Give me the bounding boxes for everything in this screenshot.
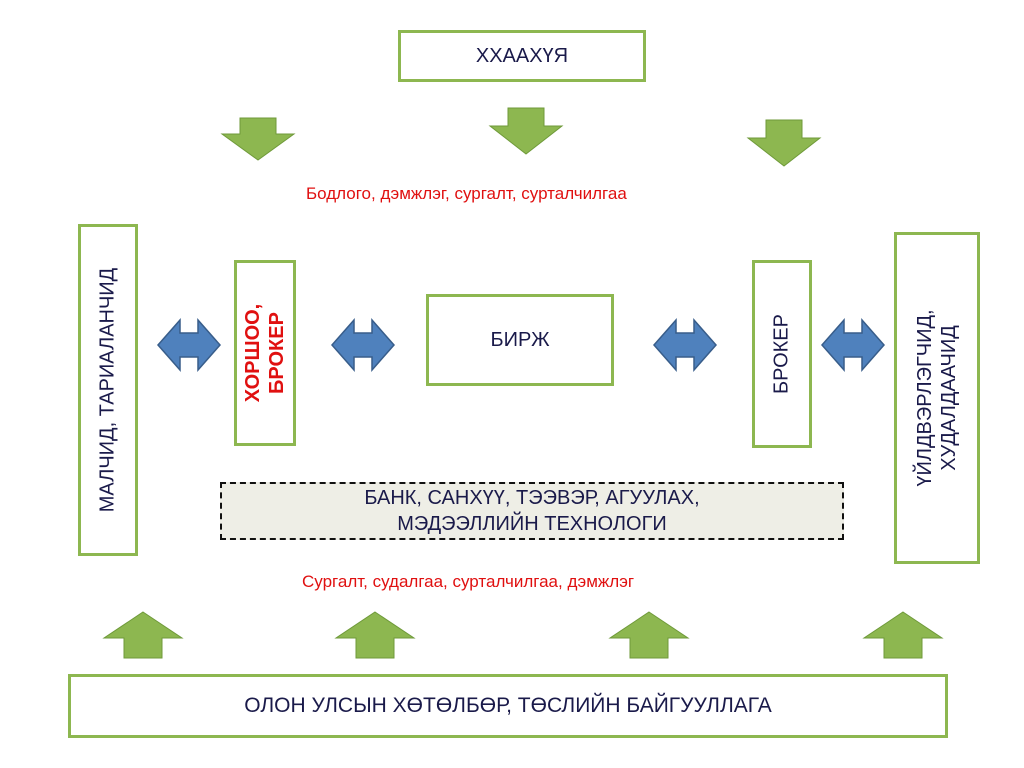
- top-organization-box: ХХААХҮЯ: [398, 30, 646, 82]
- services-line-2: МЭДЭЭЛЛИЙН ТЕХНОЛОГИ: [397, 513, 667, 535]
- producers-label: ҮЙЛДВЭРЛЭГЧИД,: [914, 309, 936, 487]
- down-arrow-center: [488, 107, 564, 155]
- cooperative-broker-text: ХОРШОО, БРОКЕР: [241, 304, 289, 403]
- top-organization-label: ХХААХҮЯ: [475, 44, 569, 67]
- double-arrow-2: [331, 318, 395, 372]
- up-arrow-4: [862, 611, 944, 659]
- up-arrow-2: [334, 611, 416, 659]
- international-programs-box: ОЛОН УЛСЫН ХӨТӨЛБӨР, ТӨСЛИЙН БАЙГУУЛЛАГА: [68, 674, 948, 738]
- bottom-caption: Сургалт, судалгаа, сурталчилгаа, дэмжлэг: [302, 572, 635, 591]
- broker-box: БРОКЕР: [752, 260, 812, 448]
- cooperative-label: ХОРШОО,: [242, 303, 264, 403]
- double-arrow-4: [821, 318, 885, 372]
- exchange-label: БИРЖ: [490, 328, 550, 351]
- double-arrow-1: [157, 318, 221, 372]
- services-line-1: БАНК, САНХҮҮ, ТЭЭВЭР, АГУУЛАХ,: [364, 487, 700, 509]
- exchange-box: БИРЖ: [426, 294, 614, 386]
- broker-label-red: БРОКЕР: [266, 312, 288, 394]
- broker-label: БРОКЕР: [770, 314, 793, 394]
- herders-farmers-label: МАЛЧИД, ТАРИАЛАНЧИД: [96, 267, 119, 513]
- services-box: БАНК, САНХҮҮ, ТЭЭВЭР, АГУУЛАХ, МЭДЭЭЛЛИЙ…: [220, 482, 844, 540]
- down-arrow-right: [746, 119, 822, 167]
- up-arrow-1: [102, 611, 184, 659]
- down-arrow-left: [220, 117, 296, 161]
- double-arrow-3: [653, 318, 717, 372]
- up-arrow-3: [608, 611, 690, 659]
- international-programs-label: ОЛОН УЛСЫН ХӨТӨЛБӨР, ТӨСЛИЙН БАЙГУУЛЛАГА: [244, 694, 772, 717]
- cooperative-broker-box: ХОРШОО, БРОКЕР: [234, 260, 296, 446]
- producers-traders-text: ҮЙЛДВЭРЛЭГЧИД, ХУДАЛДААЧИД: [913, 309, 961, 486]
- herders-farmers-box: МАЛЧИД, ТАРИАЛАНЧИД: [78, 224, 138, 556]
- top-caption: Бодлого, дэмжлэг, сургалт, сурталчилгаа: [306, 184, 627, 203]
- producers-traders-box: ҮЙЛДВЭРЛЭГЧИД, ХУДАЛДААЧИД: [894, 232, 980, 564]
- traders-label: ХУДАЛДААЧИД: [938, 325, 960, 471]
